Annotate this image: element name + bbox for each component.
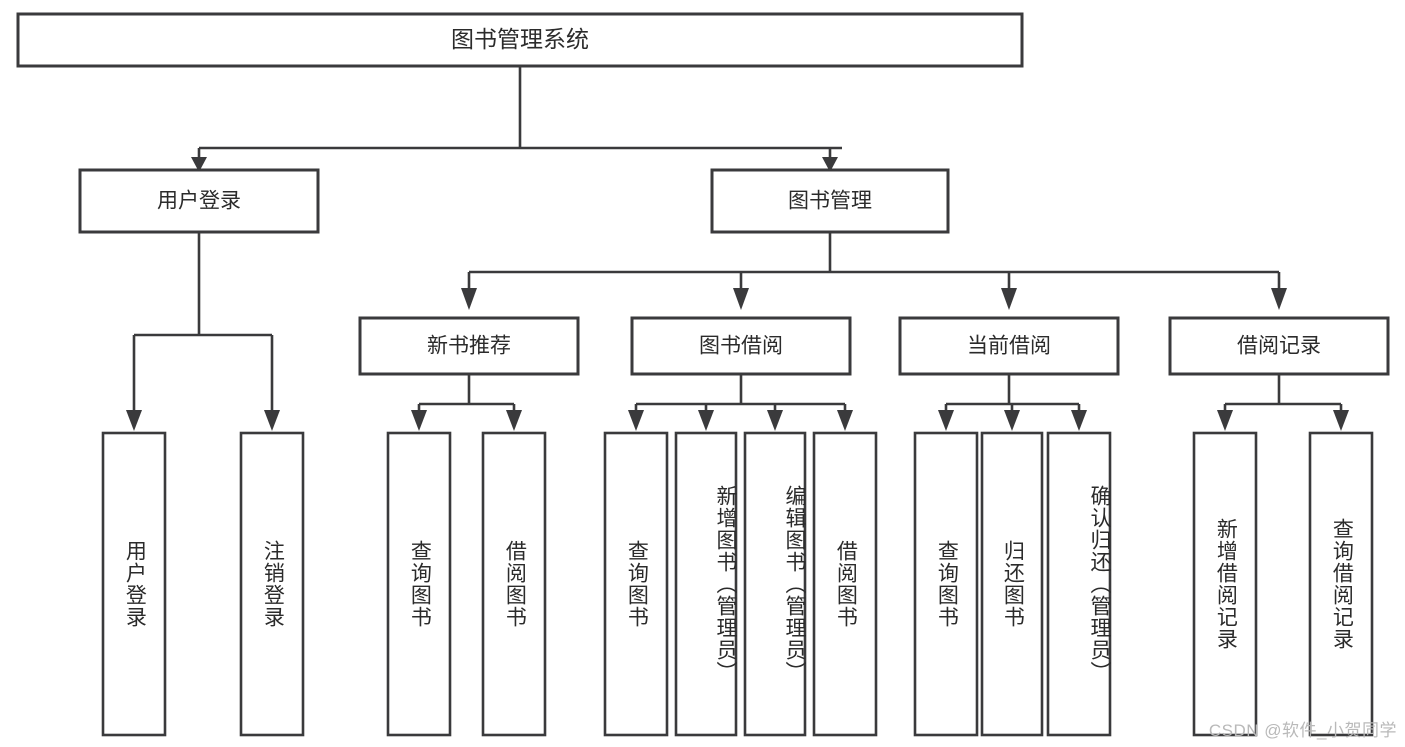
node-leaf-user-login-logout[interactable]	[239, 431, 305, 737]
node-root-label: 图书管理系统	[451, 26, 589, 52]
node-borrow-records[interactable]	[1168, 316, 1390, 376]
node-leaf-user-login-login[interactable]	[101, 431, 167, 737]
arrow-book-mgmt-child-2	[733, 288, 749, 310]
arrow-new-book-leaf-1	[411, 410, 427, 431]
csdn-watermark: CSDN @软件_小贺同学	[1208, 721, 1397, 740]
arrow-borrow-records-leaf-1	[1217, 410, 1233, 431]
node-leaf-current-borrow-confirm[interactable]	[1046, 431, 1112, 737]
arrow-root-to-book-mgmt	[822, 157, 838, 172]
node-book-borrow[interactable]	[630, 316, 852, 376]
arrow-book-borrow-leaf-2	[698, 410, 714, 431]
arrow-book-mgmt-child-4	[1271, 288, 1287, 310]
node-leaf-new-book-query[interactable]	[386, 431, 452, 737]
arrow-borrow-records-leaf-2	[1333, 410, 1349, 431]
node-user-login[interactable]	[78, 168, 320, 234]
arrow-user-login-leaf-1	[126, 410, 142, 431]
arrow-root-to-user-login	[191, 157, 207, 172]
arrow-new-book-leaf-2	[506, 410, 522, 431]
node-leaf-records-query[interactable]	[1308, 431, 1374, 737]
node-new-book-recommend-label: 新书推荐	[427, 335, 511, 358]
node-leaf-current-borrow-return[interactable]	[980, 431, 1044, 737]
node-book-management-label: 图书管理	[788, 190, 872, 213]
arrow-book-mgmt-child-1	[461, 288, 477, 310]
node-borrow-records-label: 借阅记录	[1237, 335, 1321, 358]
arrow-book-borrow-leaf-3	[767, 410, 783, 431]
node-user-login-label: 用户登录	[157, 190, 241, 213]
node-leaf-book-borrow-add[interactable]	[674, 431, 738, 737]
node-leaf-records-add[interactable]	[1192, 431, 1258, 737]
node-book-management[interactable]	[710, 168, 950, 234]
node-new-book-recommend[interactable]	[358, 316, 580, 376]
node-leaf-current-borrow-query[interactable]	[913, 431, 979, 737]
node-current-borrow-label: 当前借阅	[967, 335, 1051, 358]
node-leaf-book-borrow-query[interactable]	[603, 431, 669, 737]
connectors-group	[126, 66, 1349, 431]
arrow-book-borrow-leaf-1	[628, 410, 644, 431]
node-leaf-book-borrow-borrow[interactable]	[812, 431, 878, 737]
node-leaf-book-borrow-edit[interactable]	[743, 431, 807, 737]
nodes-group: 图书管理系统 用户登录 图书管理 新书推荐 图书借阅 当前借阅 借阅记录	[16, 12, 1390, 737]
node-leaf-new-book-borrow[interactable]	[481, 431, 547, 737]
arrow-current-borrow-leaf-1	[938, 410, 954, 431]
arrow-current-borrow-leaf-3	[1071, 410, 1087, 431]
arrow-current-borrow-leaf-2	[1004, 410, 1020, 431]
arrow-book-mgmt-child-3	[1001, 288, 1017, 310]
node-root-book-management-system[interactable]	[16, 12, 1024, 68]
node-current-borrow[interactable]	[898, 316, 1120, 376]
node-book-borrow-label: 图书借阅	[699, 335, 783, 358]
arrow-user-login-leaf-2	[264, 410, 280, 431]
arrow-book-borrow-leaf-4	[837, 410, 853, 431]
